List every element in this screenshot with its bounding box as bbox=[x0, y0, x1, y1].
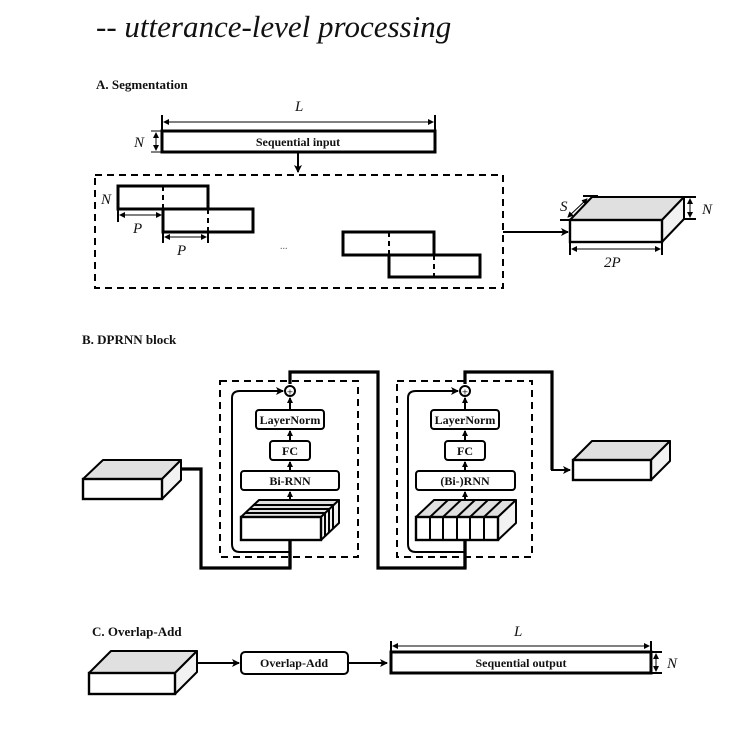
tensor-front-face bbox=[568, 218, 664, 244]
fc-1-label: FC bbox=[282, 444, 298, 458]
output-length-label: L bbox=[513, 624, 522, 640]
segmentation-heading: A. Segmentation bbox=[96, 77, 188, 92]
overlap-add-label: Overlap-Add bbox=[260, 656, 328, 670]
sequential-output-box bbox=[389, 650, 653, 675]
sequential-input-label: Sequential input bbox=[256, 135, 340, 149]
sequential-input-box bbox=[160, 129, 437, 154]
inter-rnn-label: (Bi-)RNN bbox=[440, 474, 490, 488]
sequential-output-label: Sequential output bbox=[475, 656, 566, 670]
segmented-tensor bbox=[568, 196, 685, 244]
block2-output-line bbox=[463, 370, 554, 470]
add-symbol-2: + bbox=[462, 388, 469, 397]
inter-chunk-tensor bbox=[414, 499, 517, 542]
add-node-1 bbox=[284, 385, 296, 397]
dprnn-output-tensor bbox=[571, 440, 671, 482]
output-tensor-front bbox=[571, 458, 653, 482]
residual-path-1 bbox=[231, 387, 290, 553]
residual-path-2 bbox=[407, 387, 465, 553]
overlap-add-heading: C. Overlap-Add bbox=[92, 624, 182, 639]
input-tensor-front bbox=[81, 477, 164, 501]
bi-rnn-label: Bi-RNN bbox=[269, 474, 311, 488]
chunk-feature-label: N bbox=[100, 192, 112, 208]
dprnn-heading: B. DPRNN block bbox=[82, 332, 177, 347]
dprnn-input-tensor bbox=[81, 459, 182, 501]
intra-chunk-block bbox=[219, 380, 359, 558]
segmentation-container bbox=[94, 174, 504, 289]
oa-tensor-front bbox=[87, 671, 177, 696]
output-feature-label: N bbox=[666, 656, 678, 672]
add-node-2 bbox=[459, 385, 471, 397]
chunk-len-label: 2P bbox=[604, 255, 621, 271]
t2-diag-5 bbox=[483, 499, 503, 518]
hop-label-1: P bbox=[132, 221, 142, 237]
segmentation-section: A. Segmentation L Sequential input N N P… bbox=[94, 77, 713, 289]
feature-dim-label: N bbox=[133, 135, 145, 151]
overlap-add-section: C. Overlap-Add Overlap-Add L Sequential … bbox=[87, 624, 678, 696]
layernorm-2-label: LayerNorm bbox=[435, 413, 496, 427]
t2-diag-3 bbox=[456, 499, 476, 518]
hop-label-2: P bbox=[176, 243, 186, 259]
intra-chunk-tensor bbox=[239, 499, 340, 542]
layernorm-1-label: LayerNorm bbox=[260, 413, 321, 427]
chunks-label: S bbox=[560, 199, 568, 215]
t2-diag-1 bbox=[429, 499, 449, 518]
ellipsis: ... bbox=[280, 241, 288, 252]
fc-2-label: FC bbox=[457, 444, 473, 458]
t2-diag-4 bbox=[469, 499, 489, 518]
t2-diag-2 bbox=[442, 499, 462, 518]
length-label: L bbox=[294, 99, 303, 115]
page-title: -- utterance-level processing bbox=[96, 9, 451, 44]
t1-front bbox=[239, 515, 323, 542]
add-symbol-1: + bbox=[287, 388, 294, 397]
dprnn-section: B. DPRNN block + LayerNorm FC Bi-RNN bbox=[81, 332, 671, 570]
tensor-feature-label: N bbox=[701, 202, 713, 218]
chunks-arrow bbox=[567, 198, 588, 218]
overlap-add-input-tensor bbox=[87, 650, 198, 696]
